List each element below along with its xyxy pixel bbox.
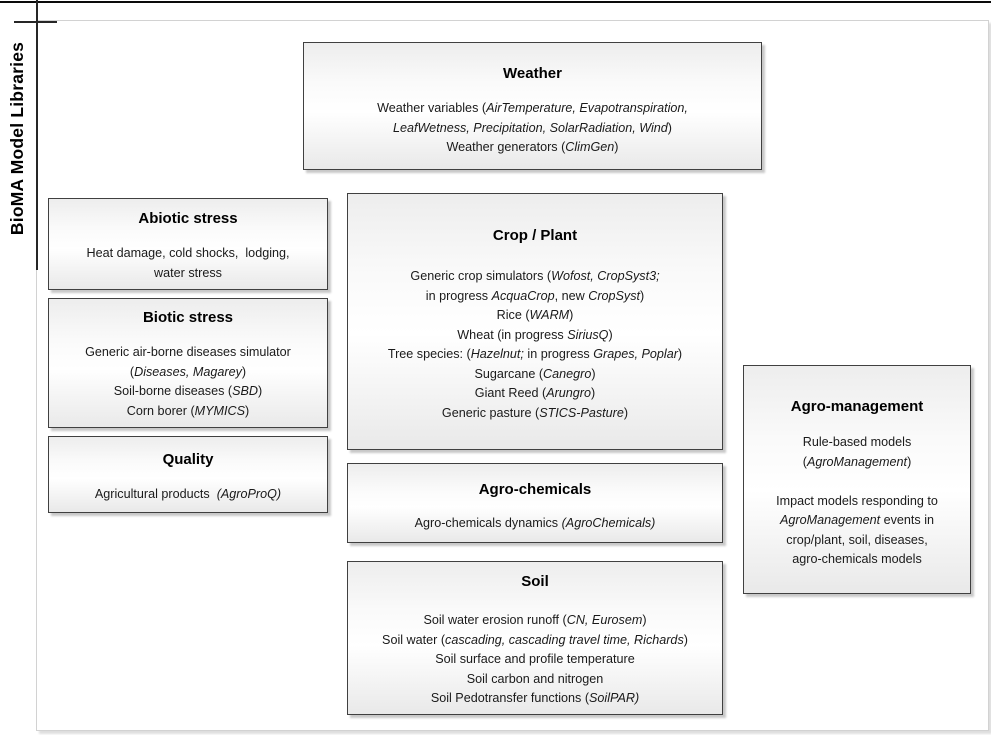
text-line: Generic crop simulators (Wofost, CropSys… bbox=[410, 269, 660, 283]
text-line: Impact models responding to bbox=[776, 493, 938, 508]
text-line: Agricultural products (AgroProQ) bbox=[94, 487, 282, 501]
box-crop-plant-body: Generic crop simulators (Wofost, CropSys… bbox=[348, 267, 722, 423]
text-line: Wheat (in progress SiriusQ) bbox=[457, 327, 613, 342]
text-line: Soil surface and profile temperature bbox=[435, 652, 635, 666]
box-weather: Weather Weather variables (AirTemperatur… bbox=[303, 42, 762, 170]
text-line: Corn borer (MYMICS) bbox=[126, 403, 250, 418]
box-biotic-stress-title: Biotic stress bbox=[142, 309, 234, 326]
box-biotic-stress: Biotic stress Generic air-borne diseases… bbox=[48, 298, 328, 428]
box-weather-body: Weather variables (AirTemperature, Evapo… bbox=[304, 99, 761, 158]
box-soil: Soil Soil water erosion runoff (CN, Euro… bbox=[347, 561, 723, 715]
box-abiotic-stress-title: Abiotic stress bbox=[138, 210, 238, 227]
text-line: Soil water (cascading, cascading travel … bbox=[382, 632, 688, 647]
text-line: Agro-chemicals dynamics (AgroChemicals) bbox=[414, 516, 656, 530]
text-line: Rule-based models bbox=[802, 435, 912, 449]
box-weather-title: Weather bbox=[503, 65, 562, 82]
box-agro-management-body: Rule-based models (AgroManagement) Impact… bbox=[744, 433, 970, 570]
text-line: Sugarcane (Canegro) bbox=[474, 366, 596, 381]
axis-vertical-line bbox=[36, 0, 38, 270]
text-line: LeafWetness, Precipitation, SolarRadiati… bbox=[393, 120, 672, 135]
box-agro-management-title: Agro-management bbox=[790, 398, 924, 415]
text-line: Soil-borne diseases (SBD) bbox=[113, 384, 263, 398]
text-line: water stress bbox=[154, 265, 222, 280]
box-soil-body: Soil water erosion runoff (CN, Eurosem) S… bbox=[348, 611, 722, 709]
box-quality-body: Agricultural products (AgroProQ) bbox=[49, 485, 327, 505]
text-line: Heat damage, cold shocks, lodging, bbox=[86, 246, 290, 260]
text-line: Soil Pedotransfer functions (SoilPAR) bbox=[430, 691, 640, 705]
box-abiotic-stress-body: Heat damage, cold shocks, lodging, water … bbox=[49, 244, 327, 283]
box-soil-title: Soil bbox=[521, 573, 549, 590]
text-line: in progress AcquaCrop, new CropSyst) bbox=[425, 288, 645, 303]
text-line: Rice (WARM) bbox=[496, 308, 574, 322]
text-line bbox=[744, 472, 970, 492]
text-line: Tree species: (Hazelnut; in progress Gra… bbox=[387, 347, 683, 361]
top-border-line bbox=[0, 1, 991, 3]
text-line: Giant Reed (Arungro) bbox=[474, 386, 596, 400]
text-line: (AgroManagement) bbox=[802, 454, 912, 469]
box-biotic-stress-body: Generic air-borne diseases simulator (Dis… bbox=[49, 343, 327, 421]
box-quality: Quality Agricultural products (AgroProQ) bbox=[48, 436, 328, 513]
text-line: agro-chemicals models bbox=[792, 552, 922, 566]
text-line: AgroManagement events in bbox=[779, 513, 935, 527]
text-line: Soil water erosion runoff (CN, Eurosem) bbox=[423, 613, 647, 627]
axis-tick-line bbox=[14, 21, 57, 23]
box-agro-chemicals: Agro-chemicals Agro-chemicals dynamics (… bbox=[347, 463, 723, 543]
text-line: Weather variables (AirTemperature, Evapo… bbox=[377, 101, 688, 115]
box-crop-plant: Crop / Plant Generic crop simulators (Wo… bbox=[347, 193, 723, 450]
box-quality-title: Quality bbox=[162, 451, 214, 468]
text-line: Soil carbon and nitrogen bbox=[466, 671, 604, 686]
text-line: crop/plant, soil, diseases, bbox=[786, 532, 928, 547]
text-line: Weather generators (ClimGen) bbox=[446, 140, 619, 154]
text-line: Generic pasture (STICS-Pasture) bbox=[441, 405, 629, 420]
text-line: (Diseases, Magarey) bbox=[129, 364, 247, 379]
box-abiotic-stress: Abiotic stress Heat damage, cold shocks,… bbox=[48, 198, 328, 290]
box-agro-management: Agro-management Rule-based models (AgroMa… bbox=[743, 365, 971, 594]
side-label-text: BioMA Model Libraries bbox=[7, 41, 28, 235]
box-agro-chemicals-title: Agro-chemicals bbox=[478, 481, 592, 498]
box-crop-plant-title: Crop / Plant bbox=[492, 227, 578, 244]
side-label: BioMA Model Libraries bbox=[2, 24, 34, 252]
text-line: Generic air-borne diseases simulator bbox=[85, 345, 291, 359]
box-agro-chemicals-body: Agro-chemicals dynamics (AgroChemicals) bbox=[348, 514, 722, 534]
